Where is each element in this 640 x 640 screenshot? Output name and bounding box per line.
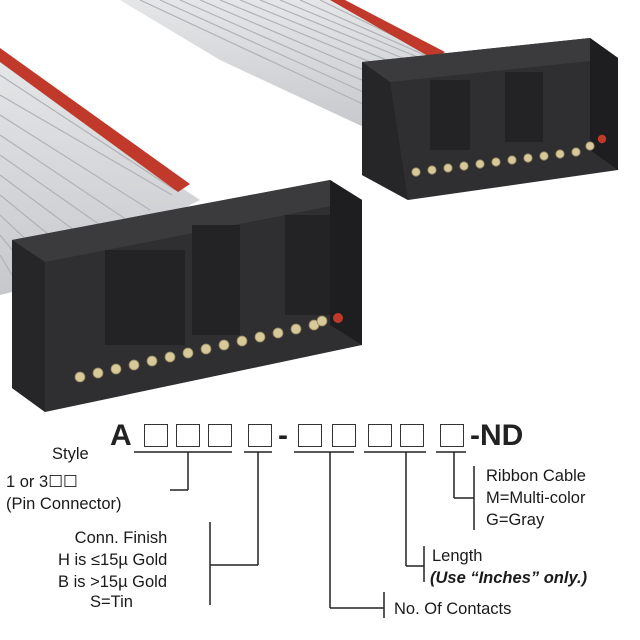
style-line-2: (Pin Connector) [6, 495, 122, 513]
cable-stripe-left [0, 48, 190, 192]
ribbon-line-1: M=Multi-color [486, 489, 586, 507]
pn-box-7 [368, 424, 392, 447]
conn-finish-line-3: S=Tin [90, 593, 133, 611]
ribbon-cable-illustration [0, 0, 618, 412]
connector-right [362, 38, 618, 200]
conn-finish-title: Conn. Finish [74, 529, 168, 547]
pn-box-5 [298, 424, 322, 447]
part-number-prefix: A [110, 419, 132, 452]
pn-box-1 [144, 424, 168, 447]
contacts-title: No. Of Contacts [394, 600, 512, 618]
ribbon-line-2: G=Gray [486, 511, 545, 529]
pn-box-3 [208, 424, 232, 447]
pn-box-2 [176, 424, 200, 447]
length-note: (Use “Inches” only.) [430, 569, 588, 587]
pn-box-4 [248, 424, 272, 447]
conn-finish-line-1: H is ≤15µ Gold [58, 551, 168, 569]
pn-box-8 [400, 424, 424, 447]
part-number-dash: - [278, 419, 288, 452]
style-title: Style [52, 445, 89, 463]
length-title: Length [432, 547, 483, 565]
pn-box-6 [332, 424, 356, 447]
cable-stripe-top [330, 0, 445, 60]
style-line-1: 1 or 3☐☐ [6, 473, 78, 491]
ribbon-title: Ribbon Cable [486, 467, 586, 485]
conn-finish-line-2: B is >15µ Gold [58, 573, 168, 591]
pn-box-9 [440, 424, 464, 447]
connector-left [12, 180, 362, 412]
part-number-suffix: -ND [470, 419, 524, 452]
